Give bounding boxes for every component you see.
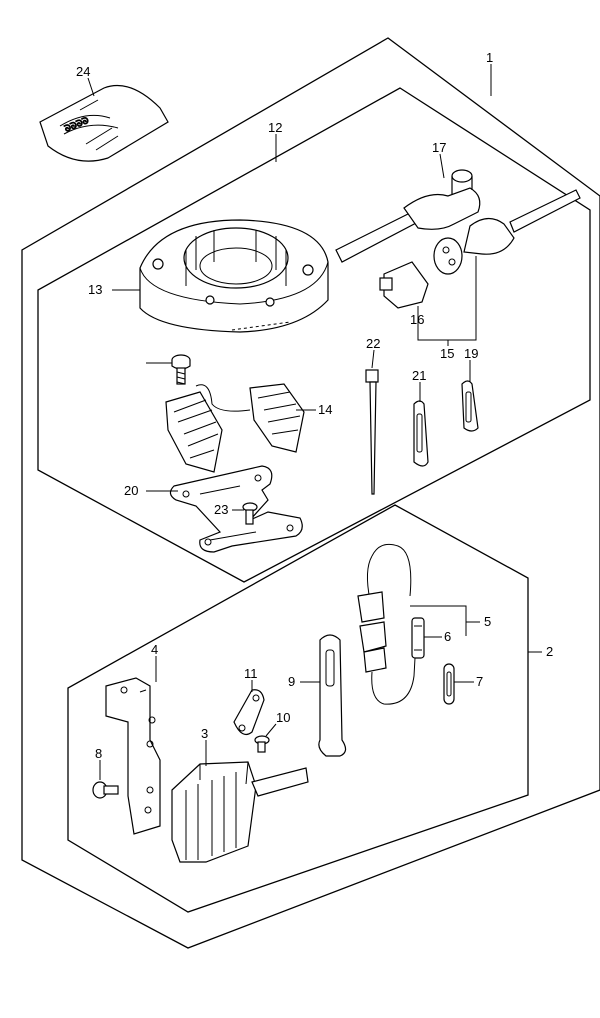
screw-8 bbox=[92, 781, 119, 799]
screw-18 bbox=[171, 354, 191, 385]
bracket-plate-20 bbox=[169, 465, 303, 553]
subassembly-12-outline bbox=[37, 87, 591, 583]
subassembly-2-outline bbox=[67, 504, 529, 913]
callout-11: 11 bbox=[244, 666, 258, 681]
cable-connector-17 bbox=[335, 169, 481, 263]
connector-cap-16 bbox=[379, 261, 429, 309]
callout-9: 9 bbox=[288, 674, 295, 689]
callout-16: 16 bbox=[410, 312, 424, 327]
stator-plate-13 bbox=[139, 219, 329, 333]
callout-5: 5 bbox=[484, 614, 491, 629]
callout-17: 17 bbox=[432, 140, 446, 155]
callout-1: 1 bbox=[486, 50, 493, 65]
callout-7: 7 bbox=[476, 674, 483, 689]
callout-2: 2 bbox=[546, 644, 553, 659]
callout-6: 6 bbox=[444, 629, 451, 644]
coils-14 bbox=[165, 383, 305, 473]
callout-23: 23 bbox=[214, 502, 228, 517]
callout-19: 19 bbox=[464, 346, 478, 361]
screw-10 bbox=[254, 735, 270, 753]
callout-24: 24 bbox=[76, 64, 90, 79]
connector-15 bbox=[433, 189, 581, 275]
callout-15: 15 bbox=[440, 346, 454, 361]
callout-12: 12 bbox=[268, 120, 282, 135]
clip-7 bbox=[443, 663, 455, 705]
fuse-holder-5 bbox=[357, 543, 417, 705]
callout-21: 21 bbox=[412, 368, 426, 383]
callout-labels: 1 24 12 17 13 16 22 15 19 21 14 20 23 5 … bbox=[76, 50, 553, 761]
plate-11 bbox=[233, 689, 265, 735]
cable-tie-22 bbox=[365, 369, 379, 495]
callout-14: 14 bbox=[318, 402, 332, 417]
callout-13: 13 bbox=[88, 282, 102, 297]
callout-10: 10 bbox=[276, 710, 290, 725]
clamp-19 bbox=[461, 380, 479, 432]
callout-4: 4 bbox=[151, 642, 158, 657]
strap-9 bbox=[318, 634, 347, 757]
callout-20: 20 bbox=[124, 483, 138, 498]
callout-3: 3 bbox=[201, 726, 208, 741]
clamp-21 bbox=[413, 400, 429, 467]
bracket-4 bbox=[105, 677, 161, 835]
callout-22: 22 bbox=[366, 336, 380, 351]
assembly-1-outline bbox=[21, 37, 600, 949]
callout-8: 8 bbox=[95, 746, 102, 761]
parts-bag-24: ᘐᘐᘐᘐ bbox=[39, 84, 169, 162]
regulator-3 bbox=[171, 761, 309, 863]
leader-lines bbox=[87, 64, 542, 780]
screw-23 bbox=[242, 502, 258, 525]
fuse-6 bbox=[411, 617, 425, 659]
